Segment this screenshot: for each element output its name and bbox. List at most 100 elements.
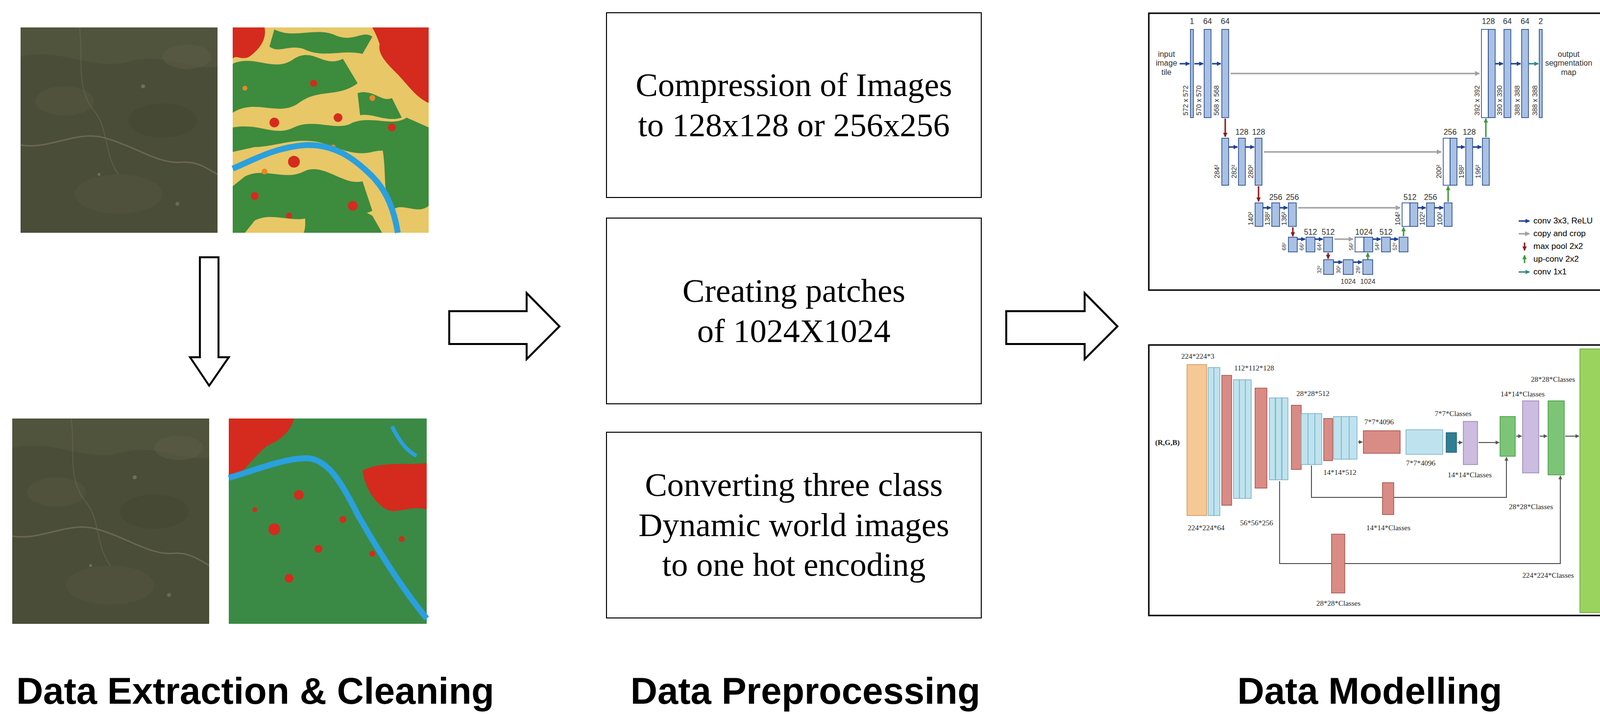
section-heading: Data Preprocessing xyxy=(630,672,981,710)
feature-size: 104² xyxy=(1393,211,1402,226)
art-rect xyxy=(1301,413,1309,465)
art-path xyxy=(269,29,373,54)
art-line xyxy=(1447,186,1450,202)
art-circle xyxy=(369,550,376,557)
art-rect xyxy=(1522,400,1539,473)
art-line xyxy=(1297,238,1306,241)
art-rect xyxy=(1399,237,1408,252)
art-rect xyxy=(1190,29,1194,118)
art-line xyxy=(1292,227,1294,237)
channel-count: 256 xyxy=(1269,193,1283,202)
legend-arrow xyxy=(1518,220,1530,222)
art-line xyxy=(1457,441,1463,443)
feature-size: 66² xyxy=(1298,242,1306,251)
unet-pool-arrows xyxy=(1225,118,1329,259)
art-line xyxy=(1327,252,1330,259)
layer-size: 28*28*Classes xyxy=(1316,599,1361,608)
legend-text: up-conv 2x2 xyxy=(1533,254,1579,265)
art-rect xyxy=(1363,237,1373,252)
legend-arrow xyxy=(1524,242,1526,251)
feature-size: 388 x 388 xyxy=(1530,85,1539,116)
art-rect xyxy=(1208,367,1214,516)
art-rect xyxy=(1255,138,1262,186)
art-line xyxy=(1314,238,1323,241)
art-line xyxy=(1417,207,1426,209)
art-rect xyxy=(1482,138,1490,186)
channel-count: 512 xyxy=(1379,227,1393,237)
channel-count: input image tile xyxy=(1152,49,1181,77)
art-circle xyxy=(286,212,292,219)
art-circle xyxy=(269,117,280,128)
feature-size: 196² xyxy=(1474,164,1482,179)
unet-conv1x1-arrow xyxy=(1528,63,1539,65)
art-line xyxy=(1212,63,1221,65)
art-rect xyxy=(1343,259,1354,275)
art-rect xyxy=(1444,202,1453,227)
art-rect xyxy=(1579,348,1600,613)
art-circle xyxy=(387,123,396,132)
art-rect xyxy=(1213,367,1220,516)
art-line xyxy=(1456,146,1465,148)
art-rect xyxy=(1282,397,1288,480)
legend-sample xyxy=(1517,228,1532,239)
model-panel xyxy=(1148,13,1600,291)
art-line xyxy=(1485,118,1487,138)
art-rect xyxy=(1481,29,1489,118)
art-rect xyxy=(1539,29,1543,118)
art-circle xyxy=(339,515,347,523)
section-heading: Data Modelling xyxy=(1237,672,1503,710)
art-circle xyxy=(369,95,376,101)
art-line xyxy=(1262,207,1271,209)
art-rect xyxy=(1245,379,1252,499)
art-line xyxy=(1510,63,1521,65)
channel-count: 128 xyxy=(1462,127,1477,137)
channel-count: 64 xyxy=(1503,17,1512,26)
channel-count: 2 xyxy=(1538,17,1544,26)
layer-size: 56*56*256 xyxy=(1239,518,1274,528)
art-circle xyxy=(268,523,281,535)
channel-count: 256 xyxy=(1424,193,1438,202)
feature-size: 68² xyxy=(1281,242,1288,251)
art-line xyxy=(1298,207,1401,209)
layer-size: 7*7*4096 xyxy=(1364,417,1394,427)
art-circle xyxy=(347,200,358,211)
art-rect xyxy=(1238,138,1246,186)
art-rect xyxy=(1341,416,1350,460)
art-rect xyxy=(1446,432,1457,453)
art-rect xyxy=(1308,413,1315,465)
art-rect xyxy=(1233,379,1240,499)
art-rect xyxy=(1269,397,1276,480)
art-rect xyxy=(1221,375,1232,506)
art-line xyxy=(1357,441,1363,443)
art-path xyxy=(362,462,427,511)
model-panel xyxy=(1148,344,1600,616)
legend-text: conv 1x1 xyxy=(1533,266,1567,277)
channel-count: 1024 xyxy=(1340,277,1356,286)
art-line xyxy=(1367,252,1369,260)
art-rect xyxy=(1333,416,1342,460)
box-text: Compression of Images to 128x128 or 256x… xyxy=(625,65,963,146)
feature-size: 28² xyxy=(1355,265,1362,274)
art-rect xyxy=(1443,138,1451,186)
feature-size: 280² xyxy=(1246,164,1255,179)
art-circle xyxy=(293,489,304,500)
legend-arrow xyxy=(1518,271,1530,273)
layer-size: 224*224*64 xyxy=(1187,523,1225,533)
legend-sample xyxy=(1517,216,1532,226)
fcn-figure xyxy=(1187,348,1600,613)
channel-count: 1 xyxy=(1189,17,1195,26)
layer-size: 28*28*512 xyxy=(1296,389,1330,398)
layer-size: 14*14*512 xyxy=(1323,468,1357,477)
art-rect xyxy=(1465,138,1473,186)
unet-conv-arrows xyxy=(1179,63,1521,263)
layer-size: 28*28*Classes xyxy=(1530,375,1576,384)
art-line xyxy=(1230,72,1480,75)
art-rect xyxy=(1426,202,1435,227)
feature-size: 568 x 568 xyxy=(1212,85,1221,116)
legend-row: conv 3x3, ReLU xyxy=(1517,214,1593,228)
art-rect xyxy=(1239,379,1246,499)
layer-size: 7*7*Classes xyxy=(1434,409,1472,418)
art-path xyxy=(357,92,402,120)
feature-size: 390 x 390 xyxy=(1495,85,1504,116)
art-line xyxy=(1390,238,1399,241)
